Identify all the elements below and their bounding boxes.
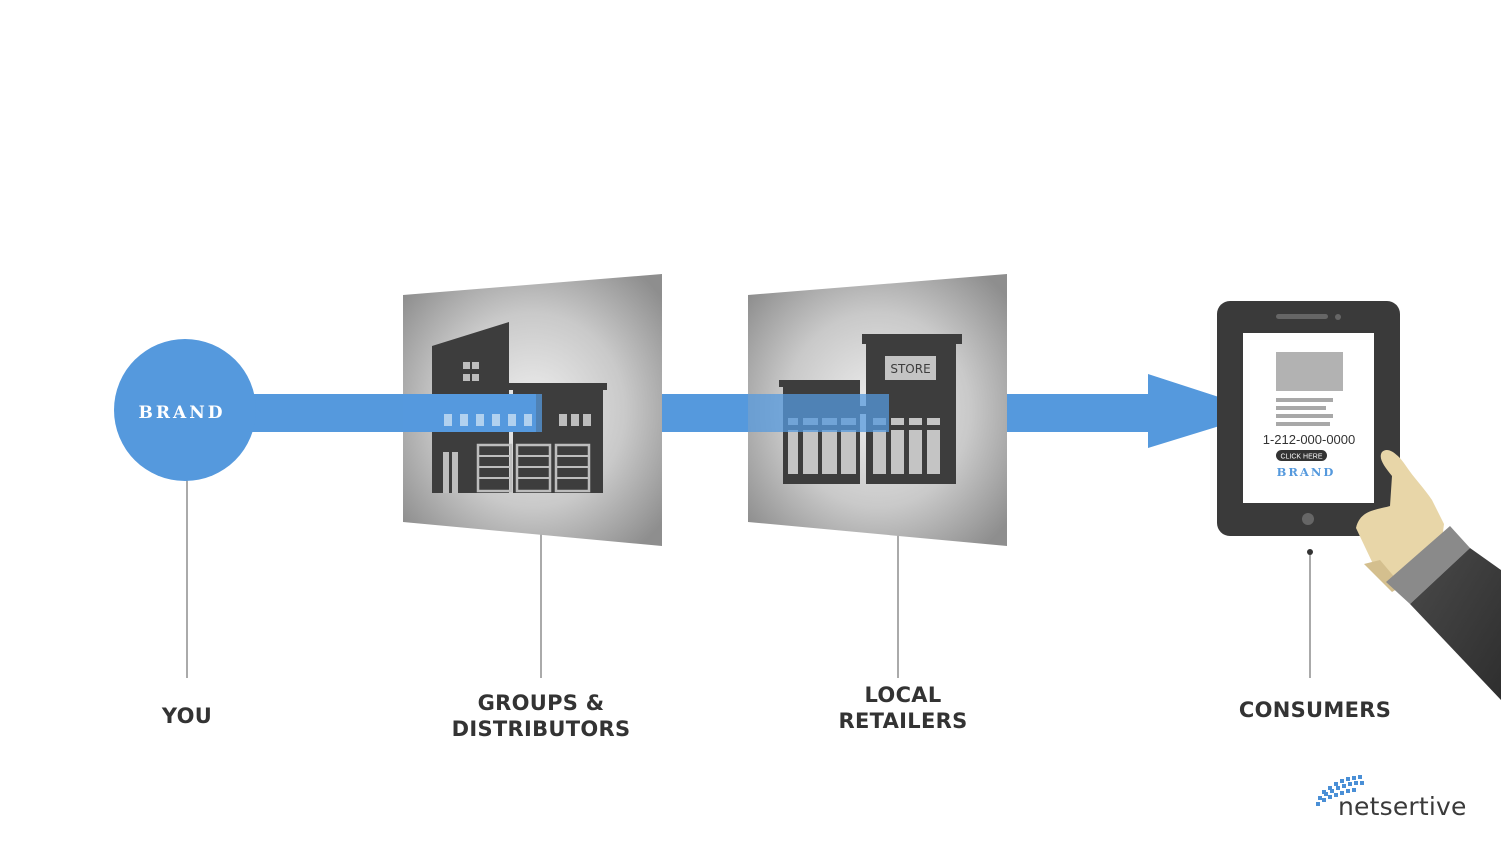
ad-click-button[interactable]	[1276, 450, 1327, 461]
ad-image-placeholder	[1276, 352, 1343, 391]
arrow-head	[1148, 374, 1265, 448]
label-groups-line-2: DISTRIBUTORS	[451, 717, 631, 741]
label-consumers-line: CONSUMERS	[1238, 698, 1392, 722]
ad-brand-text: BRAND	[1277, 465, 1336, 479]
brand-circle: BRAND	[114, 339, 256, 481]
store-sign-text: STORE	[890, 362, 930, 376]
flow-arrow	[250, 374, 1265, 448]
label-you: YOU	[127, 703, 247, 729]
tablet-device: 1-212-000-0000 CLICK HERE BRAND	[1217, 301, 1400, 536]
ad-phone-number: 1-212-000-0000	[1263, 432, 1356, 447]
label-local-line-2: RETAILERS	[838, 709, 968, 733]
netsertive-logo-text: netsertive	[1338, 792, 1467, 821]
netsertive-logo-icon	[1316, 775, 1364, 806]
ad-click-button-label: CLICK HERE	[1280, 454, 1322, 461]
store-sign	[885, 356, 936, 380]
label-groups-line-1: GROUPS &	[477, 691, 605, 715]
label-local-line-1: LOCAL	[864, 683, 942, 707]
hand-illustration	[1356, 449, 1501, 700]
label-groups-distributors: GROUPS & DISTRIBUTORS	[441, 690, 641, 742]
label-consumers: CONSUMERS	[1220, 697, 1410, 723]
label-you-line: YOU	[161, 704, 213, 728]
label-local-retailers: LOCAL RETAILERS	[823, 682, 983, 734]
brand-circle-text: BRAND	[139, 403, 226, 423]
